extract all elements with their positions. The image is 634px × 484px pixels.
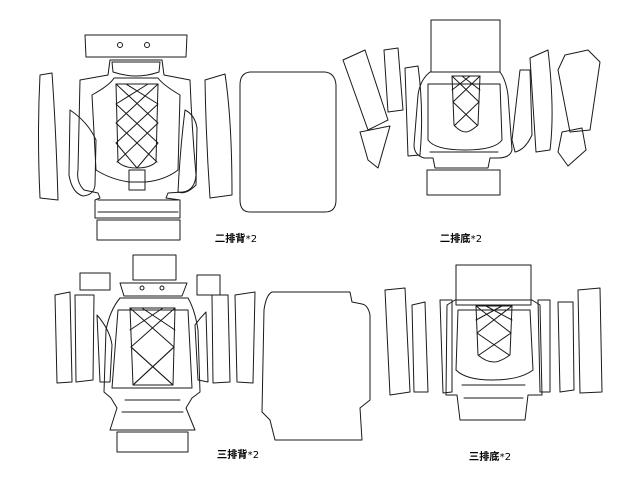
strip-right bbox=[511, 69, 533, 153]
caption-second-row-base: 二排底*2 bbox=[440, 230, 482, 245]
seat-base-main bbox=[413, 71, 513, 169]
strip-left-4 bbox=[384, 287, 411, 396]
caption-name: 二排底 bbox=[440, 234, 471, 245]
side-piece-right-inner-3 bbox=[194, 311, 209, 383]
headrest-hole bbox=[159, 285, 165, 291]
top-block bbox=[430, 19, 501, 73]
seat-base-band-4 bbox=[461, 384, 526, 399]
caption-qty: *2 bbox=[499, 452, 512, 463]
caption-qty: *2 bbox=[470, 234, 483, 245]
side-piece-left-inner bbox=[68, 109, 97, 197]
wedge-right bbox=[557, 127, 587, 167]
strip-left bbox=[383, 47, 404, 113]
quilted-panel-3 bbox=[129, 307, 176, 386]
strip-left-2 bbox=[404, 65, 423, 157]
angled-piece-right bbox=[557, 49, 601, 133]
seat-back-inner-3 bbox=[111, 309, 193, 389]
seat-back-top-pad bbox=[111, 61, 161, 77]
seat-base-inner-4 bbox=[455, 309, 534, 381]
headrest-hole bbox=[117, 42, 123, 48]
top-block-4 bbox=[455, 264, 532, 306]
caption-name: 三排背 bbox=[217, 450, 248, 461]
side-piece-right-outer bbox=[204, 73, 233, 199]
panel-second-row-base bbox=[342, 19, 601, 196]
caption-qty: *2 bbox=[245, 234, 258, 245]
top-bracket bbox=[79, 272, 111, 291]
bottom-strip bbox=[96, 219, 181, 241]
panel-third-row-back bbox=[54, 254, 371, 453]
strip-left-4c bbox=[439, 299, 453, 394]
strip-right-4b bbox=[557, 301, 575, 393]
caption-name: 二排背 bbox=[215, 234, 246, 245]
seat-back-inner-outline bbox=[91, 77, 181, 183]
side-piece-left-inner-3 bbox=[96, 314, 113, 383]
headrest-piece-3 bbox=[132, 254, 177, 281]
quilted-panel bbox=[115, 83, 159, 169]
caption-third-row-base: 三排底*2 bbox=[469, 448, 511, 463]
seat-base-inner-outline bbox=[427, 83, 503, 151]
strip-right-4 bbox=[537, 299, 551, 393]
caption-name: 三排底 bbox=[469, 452, 500, 463]
seat-back-main bbox=[77, 59, 197, 219]
strip-right-2 bbox=[529, 49, 553, 153]
side-piece-left-3 bbox=[74, 294, 95, 383]
top-right-tab bbox=[196, 274, 221, 296]
angled-piece-left bbox=[342, 49, 389, 131]
seat-base-main-4 bbox=[445, 299, 543, 421]
wedge-left bbox=[359, 125, 391, 169]
headrest-hole bbox=[144, 42, 150, 48]
panel-third-row-base bbox=[384, 264, 603, 421]
bottom-block bbox=[426, 169, 501, 196]
caption-qty: *2 bbox=[247, 450, 260, 461]
bottom-block-3 bbox=[116, 431, 189, 453]
headrest-piece bbox=[84, 34, 188, 58]
headrest-hole bbox=[139, 285, 145, 291]
caption-third-row-back: 三排背*2 bbox=[217, 446, 259, 461]
quilted-panel-4 bbox=[475, 305, 513, 363]
side-piece-right-inner bbox=[177, 109, 198, 194]
side-piece-left-outer-3 bbox=[54, 291, 73, 384]
quilted-panel-base bbox=[451, 75, 481, 133]
seat-cushion-panel bbox=[239, 71, 337, 213]
seat-back-lower-3 bbox=[121, 399, 184, 413]
seat-cushion-panel-3 bbox=[261, 291, 371, 441]
side-piece-right-outer-3 bbox=[234, 291, 256, 384]
strip-right-4c bbox=[577, 287, 603, 394]
seat-back-main-3 bbox=[103, 297, 201, 431]
side-piece-left-outer bbox=[38, 72, 59, 201]
side-piece-right-3 bbox=[211, 294, 231, 384]
headrest-cap-3 bbox=[119, 282, 188, 297]
seat-back-lower-band bbox=[97, 199, 179, 213]
strip-left-4b bbox=[411, 301, 429, 393]
panel-second-row-back bbox=[38, 34, 337, 241]
caption-second-row-back: 二排背*2 bbox=[215, 230, 257, 245]
seat-back-bolster bbox=[128, 169, 146, 191]
